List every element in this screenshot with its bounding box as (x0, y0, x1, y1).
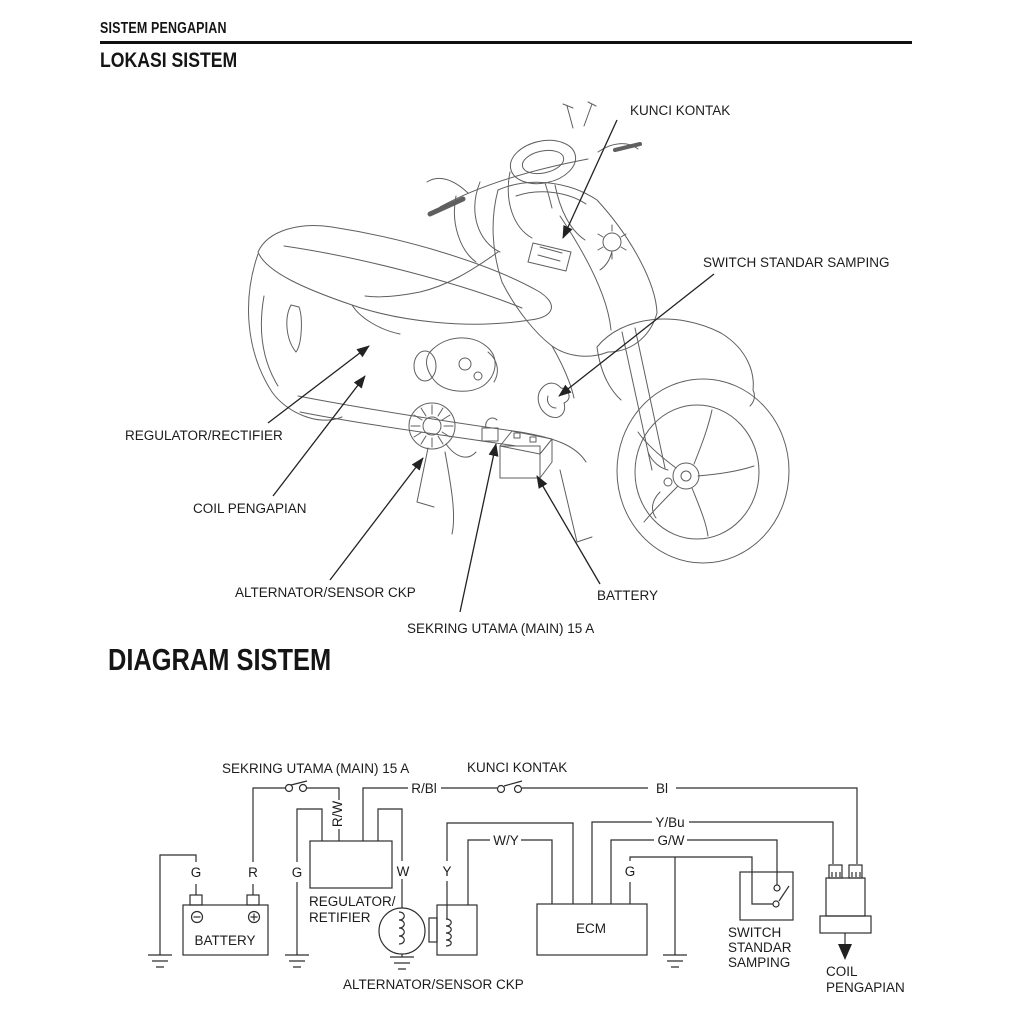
wire-sensor-y (446, 822, 574, 919)
ground-alternator (390, 956, 414, 970)
component-label-coil-2: PENGAPIAN (826, 980, 905, 995)
wire-ybu (591, 821, 834, 904)
fuel-knob (597, 224, 627, 271)
cables (453, 171, 586, 263)
wire-battery-neg-g (159, 854, 197, 955)
arrow-sekring (459, 443, 499, 613)
wire-label-gw: G/W (658, 833, 685, 848)
component-label-regulator-1: REGULATOR/ (309, 894, 396, 909)
component-label-coil-1: COIL (826, 964, 858, 979)
fuse-symbol (284, 780, 308, 793)
header-rule (100, 41, 912, 44)
ecm-box (536, 903, 648, 956)
battery-symbol (182, 894, 269, 956)
ignition-switch-symbol (496, 780, 523, 794)
battery-3d (499, 430, 553, 479)
handlebar (439, 158, 589, 208)
wire-regulator-w (377, 808, 403, 908)
ground-ecm (663, 954, 687, 968)
component-label-switch-2: STANDAR (728, 940, 792, 955)
side-stand-switch-symbol (739, 871, 794, 921)
arrow-kunci-kontak (562, 119, 618, 239)
wire-regulator-gnd (296, 808, 323, 955)
component-label-switch-1: SWITCH (728, 925, 781, 940)
front-fork (621, 327, 669, 471)
location-callout-labels: KUNCI KONTAK SWITCH STANDAR SAMPING REGU… (125, 103, 890, 636)
component-label-regulator-2: RETIFIER (309, 910, 371, 925)
location-callout-arrows (267, 119, 715, 613)
component-label-battery: BATTERY (194, 933, 255, 948)
alternator-symbol (378, 907, 426, 957)
arrow-regulator (267, 345, 370, 424)
ckp-sensor-symbol (428, 904, 478, 956)
brake-levers (426, 143, 639, 194)
carburetor (426, 337, 496, 392)
diagram-label-kunci: KUNCI KONTAK (467, 760, 567, 775)
alternator-rotor (408, 402, 477, 458)
wire-label-battery-neg: G (191, 865, 202, 880)
ground-regulator (285, 954, 309, 968)
ignition-switch (527, 242, 572, 272)
wire-ecm-gnd (629, 856, 773, 955)
label-kunci-kontak: KUNCI KONTAK (630, 103, 730, 118)
label-regulator-rectifier: REGULATOR/RECTIFIER (125, 428, 283, 443)
diagram-label-sekring: SEKRING UTAMA (MAIN) 15 A (222, 761, 409, 776)
component-label-ecm: ECM (576, 921, 606, 936)
wire-label-ecm-gnd: G (625, 864, 636, 879)
label-coil-pengapian: COIL PENGAPIAN (193, 501, 307, 516)
section-title-lokasi-sistem: LOKASI SISTEM (100, 49, 238, 72)
label-switch-standar-samping: SWITCH STANDAR SAMPING (703, 255, 890, 270)
component-label-switch-3: SAMPING (728, 955, 790, 970)
fuse-holder (481, 417, 499, 442)
wire-label-bl: Bl (656, 781, 668, 796)
component-label-alternator: ALTERNATOR/SENSOR CKP (343, 977, 524, 992)
wire-label-rbl: R/Bl (411, 781, 437, 796)
wire-label-battery-pos: R (248, 865, 258, 880)
page-kicker: SISTEM PENGAPIAN (100, 20, 227, 37)
wire-gw (610, 839, 778, 904)
ground-left (148, 954, 172, 968)
wire-label-ybu: Y/Bu (655, 815, 684, 830)
front-cowl (492, 181, 658, 357)
regulator-box (309, 840, 393, 889)
wire-wy (467, 839, 553, 905)
label-alternator-sensor-ckp: ALTERNATOR/SENSOR CKP (235, 585, 416, 600)
arrow-switch-standar (558, 273, 715, 397)
mirror-stems (562, 101, 597, 129)
wire-label-sensor-y: Y (442, 864, 451, 879)
front-wheel (616, 378, 790, 564)
wire-rbl-bl (362, 787, 858, 864)
wire-label-regulator-w: W (397, 864, 410, 879)
kick-lever (444, 451, 455, 535)
tail-lamp (286, 304, 302, 353)
arrow-battery (536, 475, 601, 585)
wiring-diagram: SEKRING UTAMA (MAIN) 15 A KUNCI KONTAK R… (148, 760, 905, 995)
seat-outline (257, 225, 552, 325)
section-title-diagram-sistem: DIAGRAM SISTEM (108, 642, 332, 677)
speedometer (509, 139, 577, 185)
wire-label-wy: W/Y (493, 833, 519, 848)
wire-label-regulator-gnd: G (292, 865, 303, 880)
wire-battery-pos-r (252, 787, 340, 895)
rear-panel (248, 253, 343, 421)
label-battery: BATTERY (597, 588, 658, 603)
wire-label-rw: R/W (330, 801, 345, 828)
side-stand-switch (537, 382, 570, 418)
coil-symbol (819, 864, 872, 960)
arrow-coil (272, 375, 366, 497)
label-sekring-utama: SEKRING UTAMA (MAIN) 15 A (407, 621, 594, 636)
center-stand (416, 447, 593, 543)
front-fender (596, 318, 755, 407)
scooter-line-drawing (248, 101, 790, 564)
arrow-alternator (329, 457, 424, 581)
seat-seam (283, 245, 523, 309)
